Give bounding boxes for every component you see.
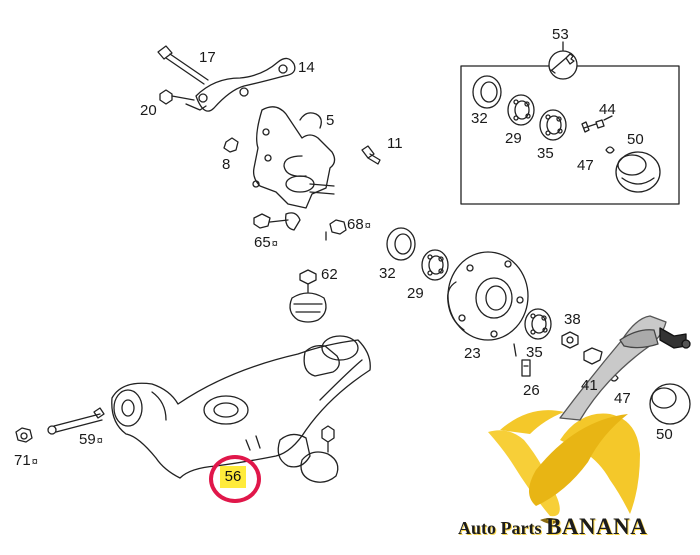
callout-38: 38	[564, 311, 581, 328]
banana-logo	[488, 410, 640, 524]
callout-8: 8	[222, 156, 231, 173]
inset-seal-ring	[472, 75, 502, 109]
nut-20	[159, 89, 207, 111]
wrench-icon	[548, 50, 578, 80]
cap-50	[649, 383, 691, 425]
washer-41	[583, 347, 603, 365]
callout-17: 17	[199, 49, 216, 66]
callout-50-inset: 50	[627, 131, 644, 148]
highlight-ring	[209, 455, 261, 503]
strut-arm-logo	[559, 315, 691, 421]
callout-68: 68¤	[347, 216, 371, 233]
callout-35: 35	[526, 344, 543, 361]
link-14	[195, 57, 296, 112]
callout-29: 29	[407, 285, 424, 302]
callout-53: 53	[552, 26, 569, 43]
washer-8	[223, 137, 239, 153]
brand-part-2: BANANA	[546, 514, 648, 539]
brand-part-1: Auto Parts	[458, 518, 546, 538]
brand-logo-text: Auto Parts BANANA	[458, 514, 647, 540]
nut-38	[561, 331, 579, 349]
callout-65: 65¤	[254, 234, 278, 251]
inset-cap-50	[615, 151, 661, 193]
bolt-59	[47, 407, 105, 435]
callout-71: 71¤	[14, 452, 38, 469]
pin-11	[361, 145, 381, 165]
inset-bearing-29	[507, 94, 535, 126]
bolt-65	[253, 213, 289, 229]
callout-47-inset: 47	[577, 157, 594, 174]
inset-bearing-35	[539, 109, 567, 141]
bolt-17	[157, 45, 209, 85]
callout-20: 20	[140, 102, 157, 119]
callout-44: 44	[599, 101, 616, 118]
callout-32-inset: 32	[471, 110, 488, 127]
bearing-35	[524, 308, 552, 340]
inset-box	[460, 65, 680, 205]
callout-23: 23	[464, 345, 481, 362]
inset-clip-47	[605, 146, 615, 154]
nut-68	[329, 219, 347, 235]
callout-5: 5	[326, 112, 335, 129]
pin-26	[513, 343, 531, 377]
bearing-29	[421, 249, 449, 281]
callout-59: 59¤	[79, 431, 103, 448]
callout-14: 14	[298, 59, 315, 76]
callout-41: 41	[581, 377, 598, 394]
callout-50: 50	[656, 426, 673, 443]
wheel-hub-23	[447, 251, 529, 341]
callout-32: 32	[379, 265, 396, 282]
callout-62: 62	[321, 266, 338, 283]
inset-screw-44	[581, 115, 613, 133]
nut-71	[15, 427, 33, 443]
callout-47: 47	[614, 390, 631, 407]
callout-26: 26	[523, 382, 540, 399]
callout-35-inset: 35	[537, 145, 554, 162]
callout-11: 11	[387, 135, 403, 152]
seal-ring-32	[386, 227, 416, 261]
callout-29-inset: 29	[505, 130, 522, 147]
lower-control-arm	[111, 335, 371, 483]
steering-knuckle	[252, 106, 336, 231]
ball-joint-62	[289, 269, 327, 323]
